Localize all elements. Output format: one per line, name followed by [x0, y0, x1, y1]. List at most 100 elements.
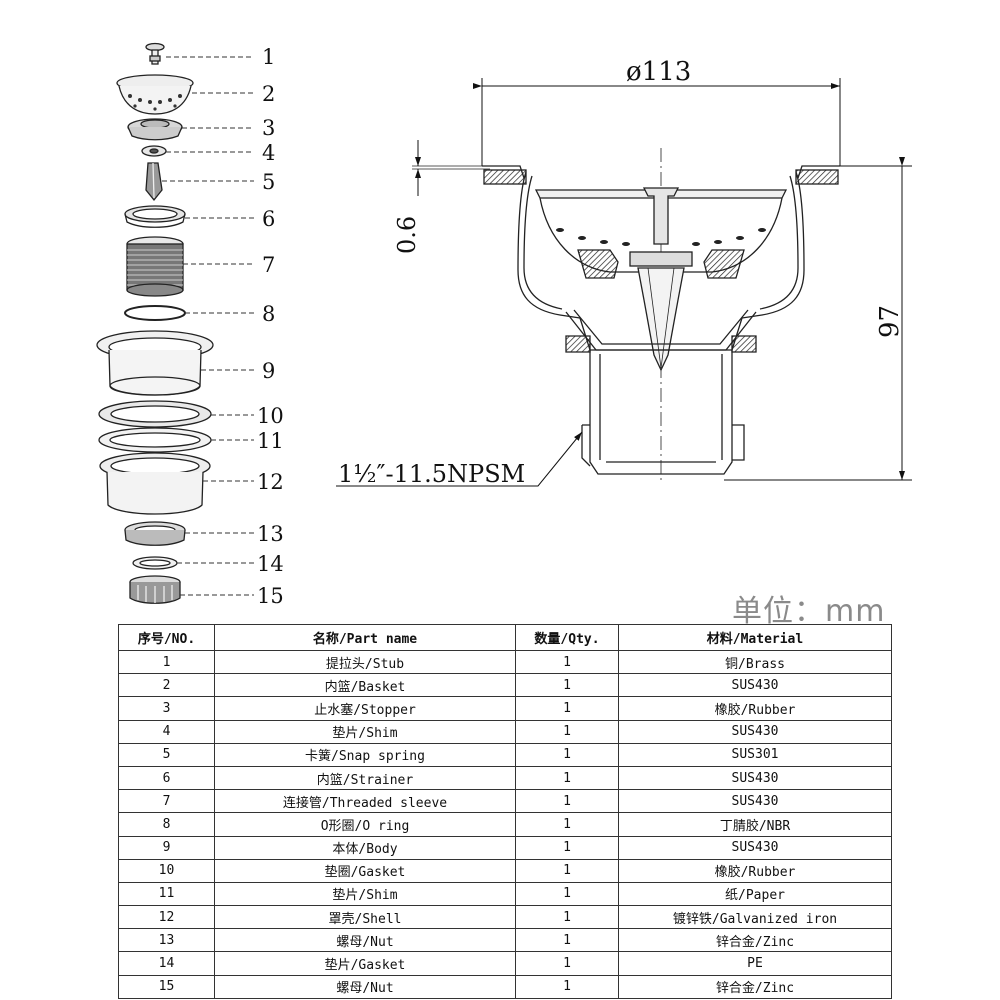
cell-material: 丁腈胶/NBR	[618, 812, 892, 837]
cell-qty: 1	[515, 974, 619, 999]
cell-no: 14	[118, 951, 215, 976]
callout-1: 1	[262, 45, 275, 69]
cell-no: 10	[118, 858, 215, 883]
cell-no: 5	[118, 742, 215, 767]
cell-qty: 1	[515, 742, 619, 767]
parts-table: 序号/NO. 名称/Part name 数量/Qty. 材料/Material …	[118, 624, 892, 999]
cell-material: SUS430	[618, 835, 892, 860]
part-stub	[145, 42, 165, 65]
callout-9: 9	[262, 359, 275, 383]
part-strainer-ring	[124, 205, 186, 228]
callout-14: 14	[257, 552, 284, 576]
cell-no: 11	[118, 881, 215, 907]
dim-thickness: 0.6	[393, 216, 421, 254]
cell-material: SUS430	[618, 673, 892, 698]
cell-part-name: 内篮/Strainer	[214, 765, 516, 791]
part-snap-spring	[145, 162, 163, 202]
cell-part-name: 螺母/Nut	[214, 974, 516, 999]
cell-no: 8	[118, 812, 215, 837]
cell-material: SUS430	[618, 789, 892, 814]
exploded-and-section-drawing: 1 2 3 4 5 6 7 8 9 10 11 12 13 14 15	[96, 42, 912, 608]
cell-material: SUS301	[618, 742, 892, 767]
callout-4: 4	[262, 141, 275, 165]
cell-qty: 1	[515, 951, 619, 976]
unit-label: 单位：mm	[732, 594, 886, 629]
callout-11: 11	[257, 429, 284, 453]
cell-no: 3	[118, 696, 215, 721]
part-nut-small	[129, 575, 181, 604]
cell-material: 橡胶/Rubber	[618, 858, 892, 883]
header-part-name: 名称/Part name	[214, 624, 516, 651]
cell-no: 15	[118, 974, 215, 999]
cell-qty: 1	[515, 719, 619, 744]
cell-qty: 1	[515, 928, 619, 953]
header-qty: 数量/Qty.	[515, 624, 619, 651]
cell-part-name: 垫片/Gasket	[214, 951, 516, 976]
cell-qty: 1	[515, 905, 619, 930]
cell-part-name: 垫片/Shim	[214, 719, 516, 744]
cell-part-name: 罩壳/Shell	[214, 905, 516, 930]
part-body	[96, 330, 214, 396]
cell-qty: 1	[515, 789, 619, 814]
cell-part-name: 本体/Body	[214, 835, 516, 860]
callout-13: 13	[257, 522, 284, 546]
cell-material: 橡胶/Rubber	[618, 696, 892, 721]
callout-6: 6	[262, 207, 275, 231]
callout-10: 10	[257, 404, 284, 428]
cell-material: 锌合金/Zinc	[618, 928, 892, 953]
callout-15: 15	[257, 584, 284, 608]
cell-part-name: 卡簧/Snap spring	[214, 742, 516, 767]
part-gasket	[98, 400, 212, 428]
cell-no: 7	[118, 789, 215, 814]
callout-numbers: 1 2 3 4 5 6 7 8 9 10 11 12 13 14 15	[257, 45, 284, 608]
cell-no: 9	[118, 835, 215, 860]
cell-qty: 1	[515, 835, 619, 860]
cell-part-name: 内篮/Basket	[214, 673, 516, 698]
part-o-ring	[124, 305, 186, 321]
callout-3: 3	[262, 116, 275, 140]
cell-part-name: 垫片/Shim	[214, 881, 516, 907]
cell-material: SUS430	[618, 719, 892, 744]
callout-5: 5	[262, 170, 275, 194]
part-threaded-sleeve	[126, 236, 184, 297]
callout-8: 8	[262, 302, 275, 326]
dimensions	[336, 78, 912, 487]
cell-no: 2	[118, 673, 215, 698]
part-gasket-pe	[132, 556, 178, 570]
cell-part-name: O形圈/O ring	[214, 812, 516, 837]
cell-qty: 1	[515, 649, 619, 675]
callout-2: 2	[262, 82, 275, 106]
cell-material: 纸/Paper	[618, 881, 892, 907]
callout-leaders	[162, 56, 254, 596]
dim-diameter: ø113	[626, 57, 691, 87]
cell-qty: 1	[515, 673, 619, 698]
cell-qty: 1	[515, 765, 619, 791]
cell-no: 13	[118, 928, 215, 953]
header-material: 材料/Material	[618, 624, 892, 651]
section-view	[412, 148, 910, 480]
callout-7: 7	[262, 253, 275, 277]
cell-qty: 1	[515, 858, 619, 883]
cell-material: PE	[618, 951, 892, 976]
part-shim-small	[141, 145, 167, 157]
part-basket	[116, 74, 194, 115]
cell-part-name: 螺母/Nut	[214, 928, 516, 953]
cell-no: 4	[118, 719, 215, 744]
part-shim-paper	[98, 427, 212, 453]
callout-12: 12	[257, 470, 284, 494]
part-stopper	[127, 118, 183, 141]
